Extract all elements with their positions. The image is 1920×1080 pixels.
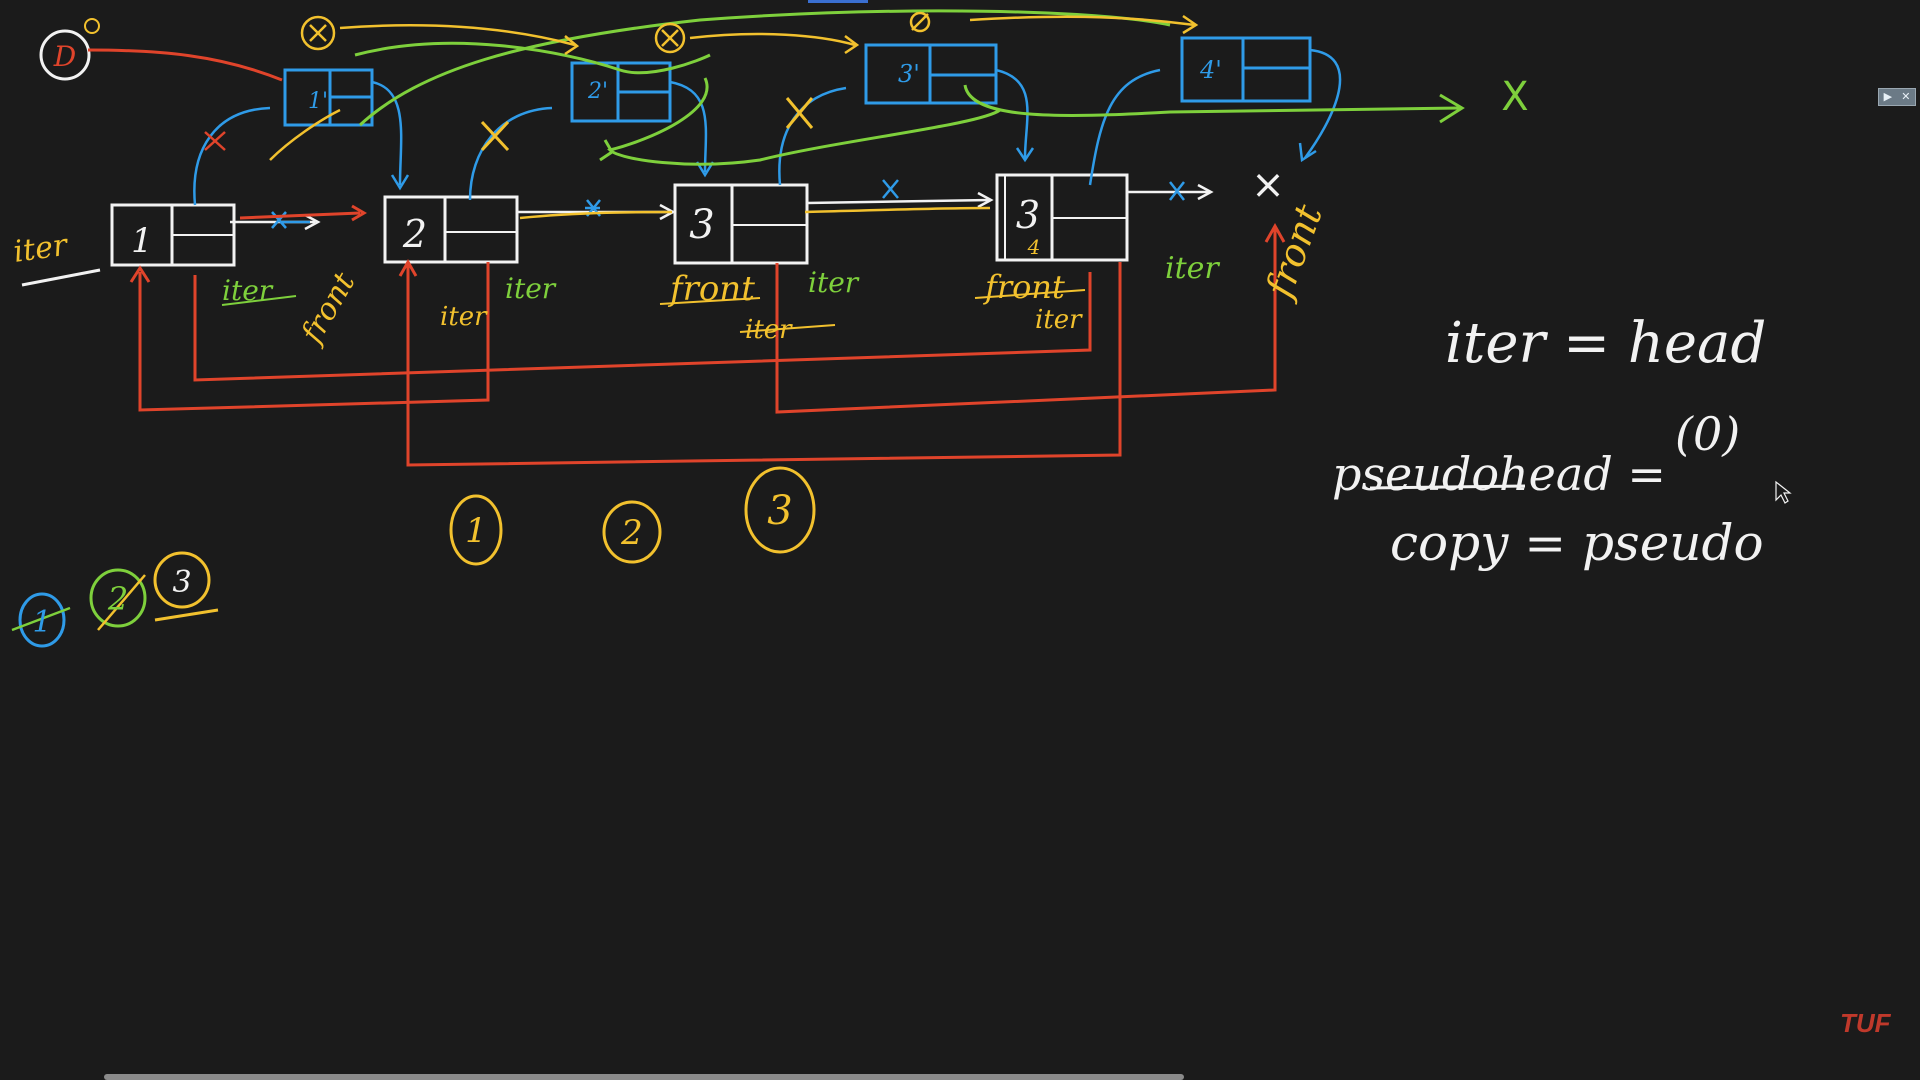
copy-node-4-label: 4' bbox=[1199, 56, 1222, 84]
step-2: 2 bbox=[620, 513, 643, 553]
small-circle-2: 2 bbox=[107, 580, 128, 618]
front-label-1: front bbox=[294, 266, 363, 351]
red-pointer-arrows bbox=[129, 204, 1286, 467]
strike-mark bbox=[21, 268, 101, 287]
original-node-1: 1 bbox=[110, 203, 236, 267]
iter-label-node3: iter bbox=[808, 266, 860, 299]
note-pseudohead: pseudohead = bbox=[1332, 447, 1666, 501]
node-subscript: 4 bbox=[1027, 235, 1041, 259]
node-value: 3 bbox=[1016, 193, 1040, 237]
blue-link-arrows bbox=[193, 48, 1342, 224]
small-circle-3: 3 bbox=[172, 565, 191, 600]
iter-label-node2b: iter bbox=[505, 272, 557, 305]
play-icon[interactable]: ▶ bbox=[1883, 90, 1893, 103]
original-node-3: 3 bbox=[673, 183, 809, 265]
step-1: 1 bbox=[465, 511, 487, 551]
note-iter-head: iter = head bbox=[1445, 311, 1766, 376]
original-node-4: 3 4 bbox=[995, 173, 1129, 262]
head-label: D bbox=[53, 40, 76, 73]
copy-node-2-label: 2' bbox=[587, 79, 608, 104]
note-pseudohead-value: (0) bbox=[1675, 407, 1740, 461]
note-copy-pseudo: copy = pseudo bbox=[1390, 514, 1764, 572]
step-3: 3 bbox=[767, 488, 792, 534]
top-indicator bbox=[808, 0, 868, 3]
small-circles bbox=[11, 551, 219, 648]
cursor-icon bbox=[1775, 480, 1792, 504]
yellow-arrows bbox=[269, 14, 1199, 220]
iter-labels: iter iter iter iter iter iter iter iter bbox=[11, 228, 1220, 345]
close-icon[interactable]: ✕ bbox=[1901, 90, 1911, 103]
null-cross-mark: × bbox=[1251, 162, 1285, 208]
front-label-3: front bbox=[983, 268, 1065, 306]
copy-node-1 bbox=[283, 68, 374, 127]
front-label-end: front bbox=[1256, 198, 1331, 306]
copy-node-3 bbox=[864, 43, 998, 105]
step-circles bbox=[449, 466, 816, 566]
copy-node-1-label: 1' bbox=[308, 89, 328, 114]
iter-label-start: iter bbox=[11, 228, 71, 270]
brand-logo: TUF bbox=[1840, 1008, 1891, 1038]
window-control-icon[interactable]: ▶ ✕ bbox=[1878, 88, 1916, 106]
yellow-circled-crosses bbox=[300, 11, 931, 54]
original-node-2: 2 bbox=[383, 195, 519, 264]
copy-node-2 bbox=[570, 61, 672, 123]
head-marker: D bbox=[39, 18, 100, 81]
copy-node-4 bbox=[1180, 36, 1312, 103]
iter-label-node2a: iter bbox=[440, 302, 488, 332]
red-cross-marks bbox=[204, 131, 226, 151]
node-value: 2 bbox=[402, 212, 427, 256]
right-notes: iter = head pseudohead = (0) copy = pseu… bbox=[1332, 311, 1766, 572]
head-to-copy1-arrow bbox=[87, 48, 283, 82]
iter-label-end: iter bbox=[1165, 251, 1220, 286]
iter-label-node4: iter bbox=[1035, 305, 1083, 335]
green-end-cross: X bbox=[1501, 74, 1528, 120]
small-circle-1: 1 bbox=[32, 605, 51, 640]
node-value: 1 bbox=[131, 221, 153, 261]
copy-node-3-label: 3' bbox=[898, 60, 920, 88]
green-copy-next-arrows bbox=[354, 9, 1465, 166]
horizontal-scrollbar[interactable] bbox=[104, 1074, 1184, 1080]
original-next-arrows bbox=[230, 183, 1214, 231]
node-value: 3 bbox=[689, 202, 714, 248]
yellow-cross-marks bbox=[480, 97, 814, 152]
